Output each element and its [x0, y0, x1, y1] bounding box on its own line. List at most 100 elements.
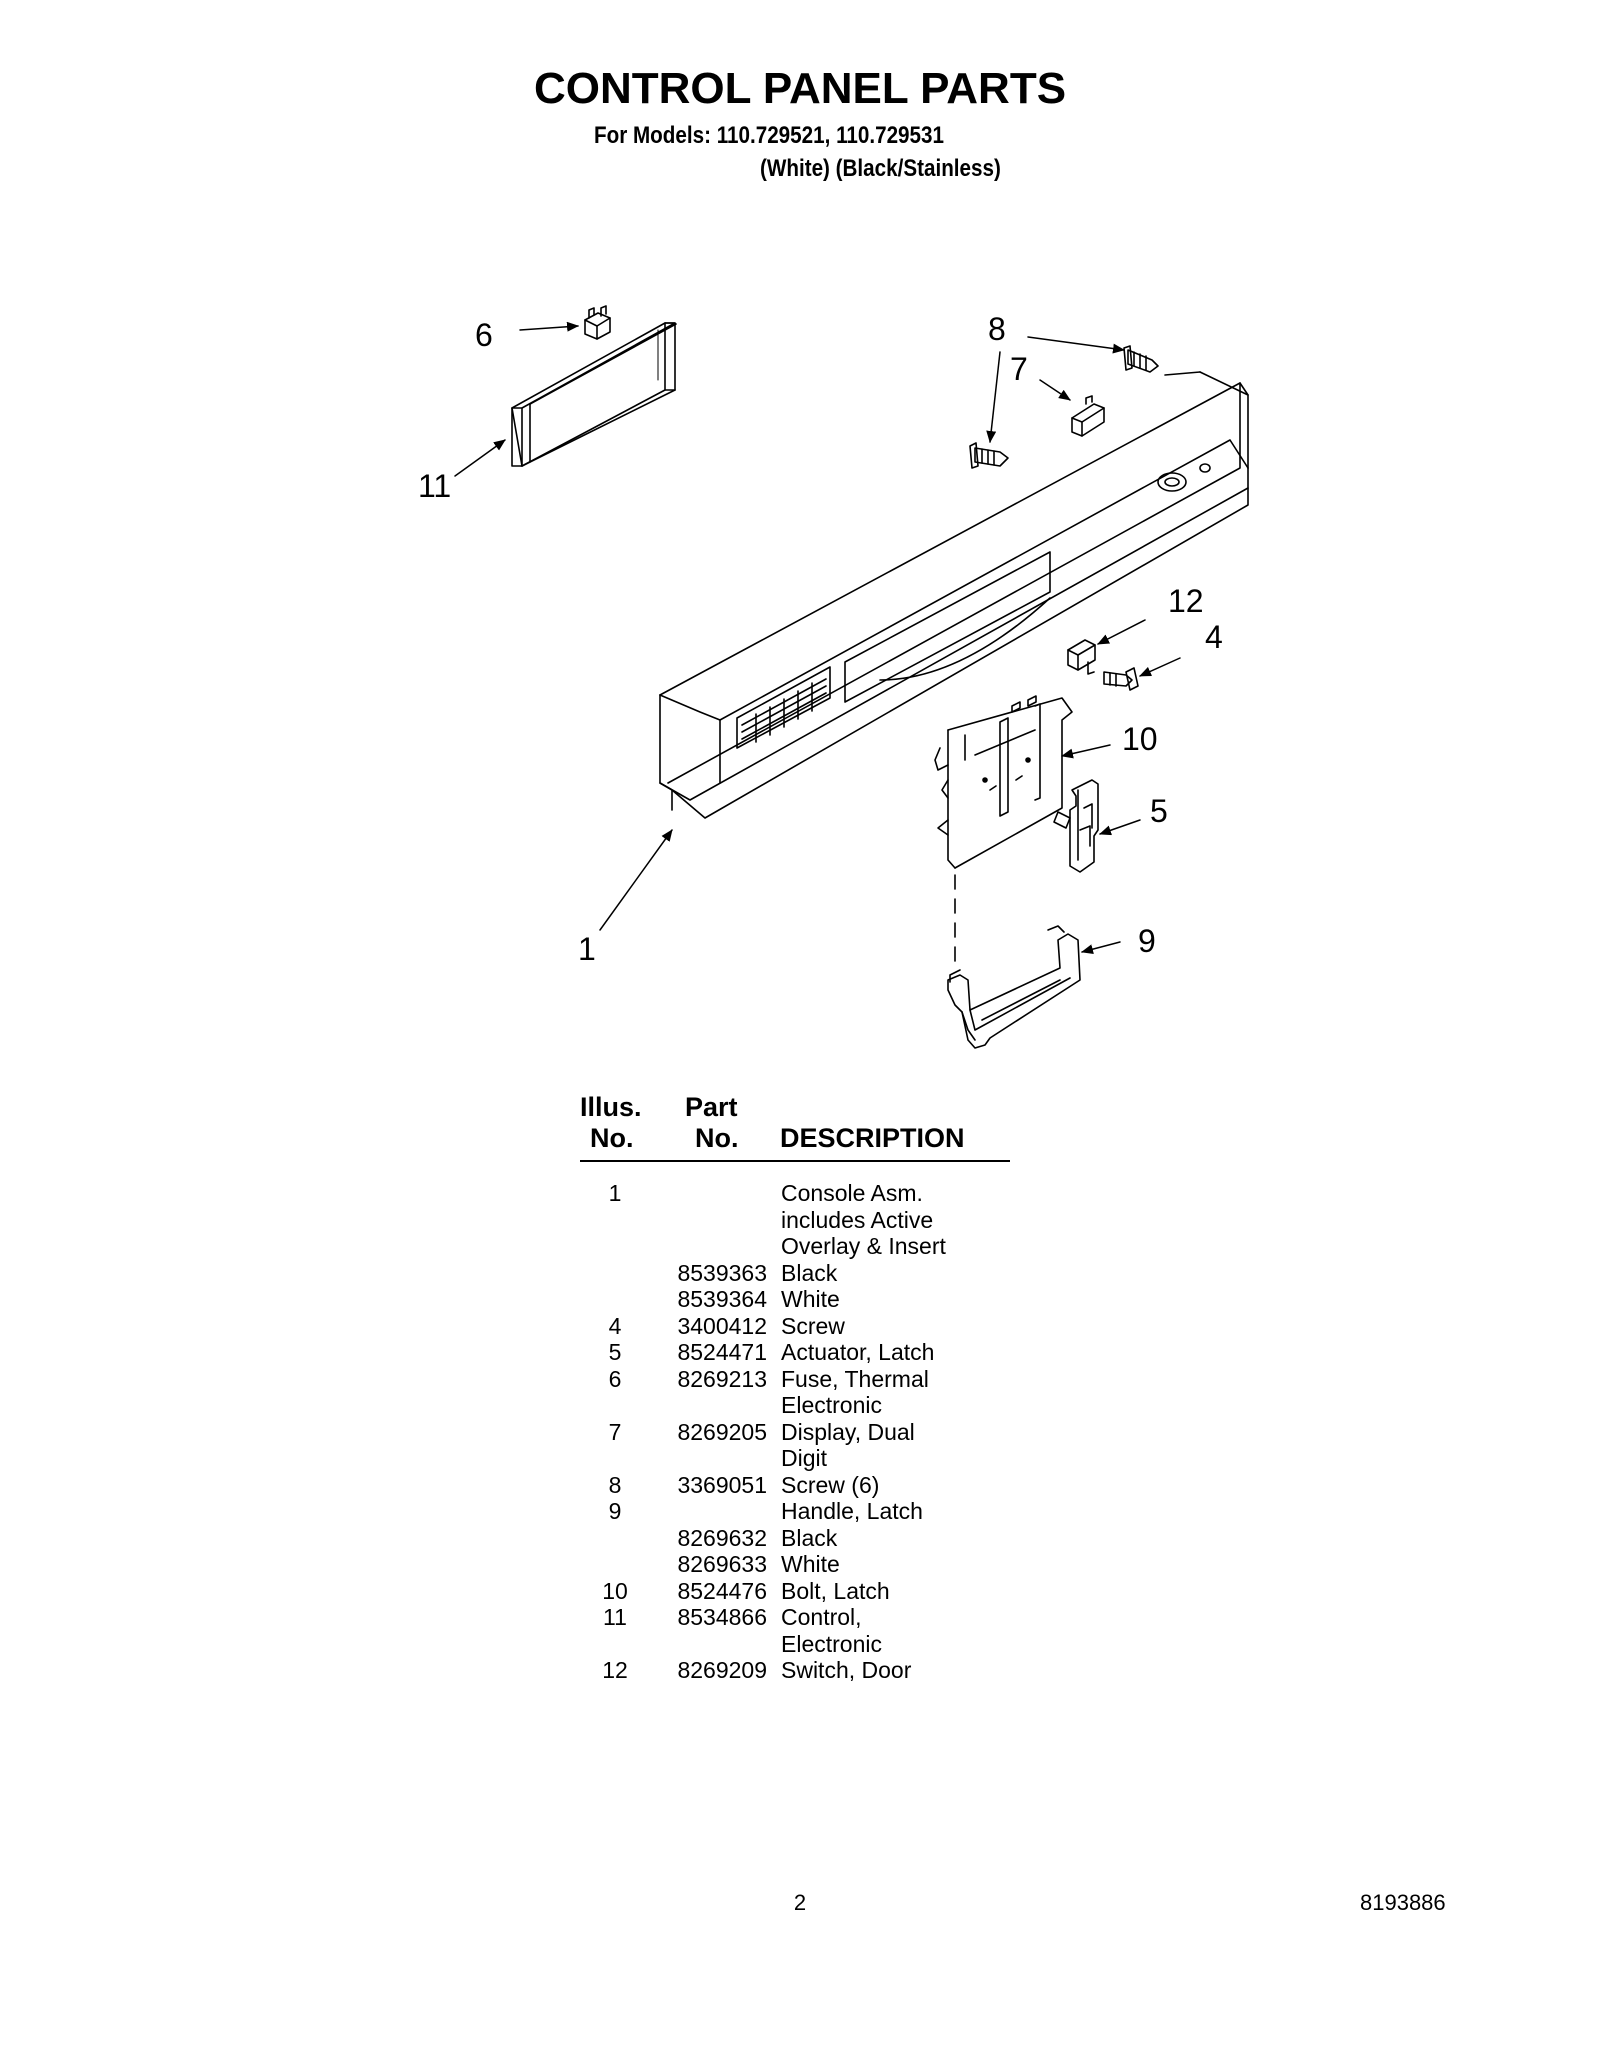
- table-row: Electronic: [575, 1392, 946, 1419]
- page-number: 2: [793, 1890, 807, 1915]
- part-number-cell: [655, 1207, 775, 1234]
- part-number-cell: 8269633: [677, 1551, 767, 1577]
- illus-header-bottom: No.: [590, 1123, 634, 1153]
- part-number-cell: 8269209: [677, 1657, 767, 1683]
- illus-cell: 8: [608, 1471, 622, 1498]
- callout-5: 5: [1150, 793, 1168, 829]
- part-number-cell: 8539364: [677, 1286, 767, 1312]
- table-row: 8269633 White: [575, 1551, 946, 1578]
- description-cell: Fuse, Thermal: [781, 1365, 929, 1392]
- part-1-console-assembly: [659, 371, 1249, 819]
- table-row: 11 8534866 Control,: [575, 1604, 946, 1631]
- callout-leaders: [454, 321, 1181, 955]
- table-row: includes Active: [575, 1207, 946, 1234]
- table-row: 8539364 White: [575, 1286, 946, 1313]
- table-row: 9 Handle, Latch: [575, 1498, 946, 1525]
- callout-4: 4: [1205, 619, 1223, 655]
- description-cell: White: [781, 1551, 840, 1577]
- illus-cell: 9: [608, 1498, 622, 1524]
- part-6-thermal-fuse: [584, 305, 611, 340]
- illus-cell: [575, 1233, 655, 1260]
- callout-6: 6: [475, 317, 493, 353]
- illus-cell: [575, 1392, 655, 1419]
- part-number-cell: [655, 1392, 775, 1419]
- description-cell: Electronic: [781, 1392, 882, 1418]
- illus-cell: [575, 1286, 655, 1313]
- illus-header-top: Illus.: [580, 1092, 642, 1122]
- description-cell: Black: [781, 1259, 838, 1286]
- part-number-cell: 8524471: [677, 1339, 767, 1365]
- part-5-actuator-latch: [1069, 779, 1099, 873]
- callout-11: 11: [418, 468, 451, 504]
- part-header-bottom: No.: [695, 1123, 739, 1153]
- description-cell: White: [781, 1286, 840, 1312]
- description-cell: Actuator, Latch: [781, 1339, 935, 1365]
- table-row: Electronic: [575, 1631, 946, 1658]
- table-row: 8539363 Black: [575, 1260, 946, 1287]
- illus-cell: 7: [608, 1418, 622, 1445]
- description-cell: Console Asm.: [781, 1180, 923, 1206]
- part-number-cell: [655, 1233, 775, 1260]
- table-row: 4 3400412 Screw: [575, 1313, 946, 1340]
- illus-cell: [575, 1525, 655, 1552]
- table-row: 12 8269209 Switch, Door: [575, 1657, 946, 1684]
- part-number-cell: [655, 1180, 775, 1207]
- table-row: 8 3369051 Screw (6): [575, 1472, 946, 1499]
- description-cell: Display, Dual: [781, 1418, 915, 1445]
- part-number-cell: 8269205: [677, 1418, 767, 1445]
- part-12-door-switch: [1067, 639, 1096, 675]
- illus-cell: 5: [608, 1339, 622, 1365]
- parts-table-header: Illus. No. Part No. DESCRIPTION: [580, 1092, 1010, 1162]
- illus-cell: 11: [603, 1604, 627, 1630]
- part-number-cell: 8269632: [677, 1524, 767, 1551]
- illus-cell: 4: [608, 1312, 622, 1339]
- description-cell: Bolt, Latch: [781, 1577, 890, 1604]
- description-cell: Electronic: [781, 1630, 882, 1657]
- part-11-electronic-control: [511, 322, 677, 467]
- illus-cell: [575, 1445, 655, 1472]
- part-number-cell: 8524476: [677, 1577, 767, 1604]
- description-header: DESCRIPTION: [780, 1123, 965, 1153]
- illus-cell: 12: [602, 1657, 628, 1683]
- table-row: Overlay & Insert: [575, 1233, 946, 1260]
- part-number-cell: 8269213: [677, 1365, 767, 1392]
- callout-9: 9: [1138, 923, 1156, 959]
- table-row: 1 Console Asm.: [575, 1180, 946, 1207]
- part-number-cell: [655, 1631, 775, 1658]
- callout-1: 1: [578, 931, 596, 967]
- part-header-top: Part: [685, 1092, 738, 1122]
- table-row: 5 8524471 Actuator, Latch: [575, 1339, 946, 1366]
- table-row: 7 8269205 Display, Dual: [575, 1419, 946, 1446]
- part-number-cell: 3369051: [677, 1471, 767, 1498]
- description-cell: Screw: [781, 1312, 845, 1339]
- header-rule: [580, 1160, 1010, 1162]
- document-number: 8193886: [1360, 1890, 1446, 1915]
- illus-cell: 1: [608, 1180, 622, 1206]
- description-cell: Black: [781, 1524, 838, 1551]
- part-7-display: [1071, 395, 1105, 437]
- illus-cell: [575, 1551, 655, 1578]
- part-9-latch-handle: [947, 925, 1081, 1049]
- description-cell: Digit: [781, 1445, 828, 1471]
- part-number-cell: 8539363: [677, 1259, 767, 1286]
- callout-8: 8: [988, 311, 1006, 347]
- part-10-latch-bolt: [934, 695, 1073, 869]
- table-row: 8269632 Black: [575, 1525, 946, 1552]
- illus-cell: [575, 1260, 655, 1287]
- part-4-screw: [1103, 667, 1139, 691]
- part-number-cell: 8534866: [677, 1604, 767, 1630]
- description-cell: Handle, Latch: [781, 1498, 923, 1524]
- description-cell: Screw (6): [781, 1471, 880, 1498]
- description-cell: includes Active: [781, 1206, 934, 1233]
- description-cell: Control,: [781, 1604, 862, 1630]
- part-number-cell: 3400412: [677, 1312, 767, 1339]
- table-row: Digit: [575, 1445, 946, 1472]
- illus-cell: [575, 1631, 655, 1658]
- part-number-cell: [655, 1498, 775, 1525]
- callout-7: 7: [1010, 351, 1028, 387]
- variants-line: (White) (Black/Stainless): [760, 155, 1001, 182]
- callout-12: 12: [1168, 583, 1204, 619]
- description-cell: Switch, Door: [781, 1657, 912, 1683]
